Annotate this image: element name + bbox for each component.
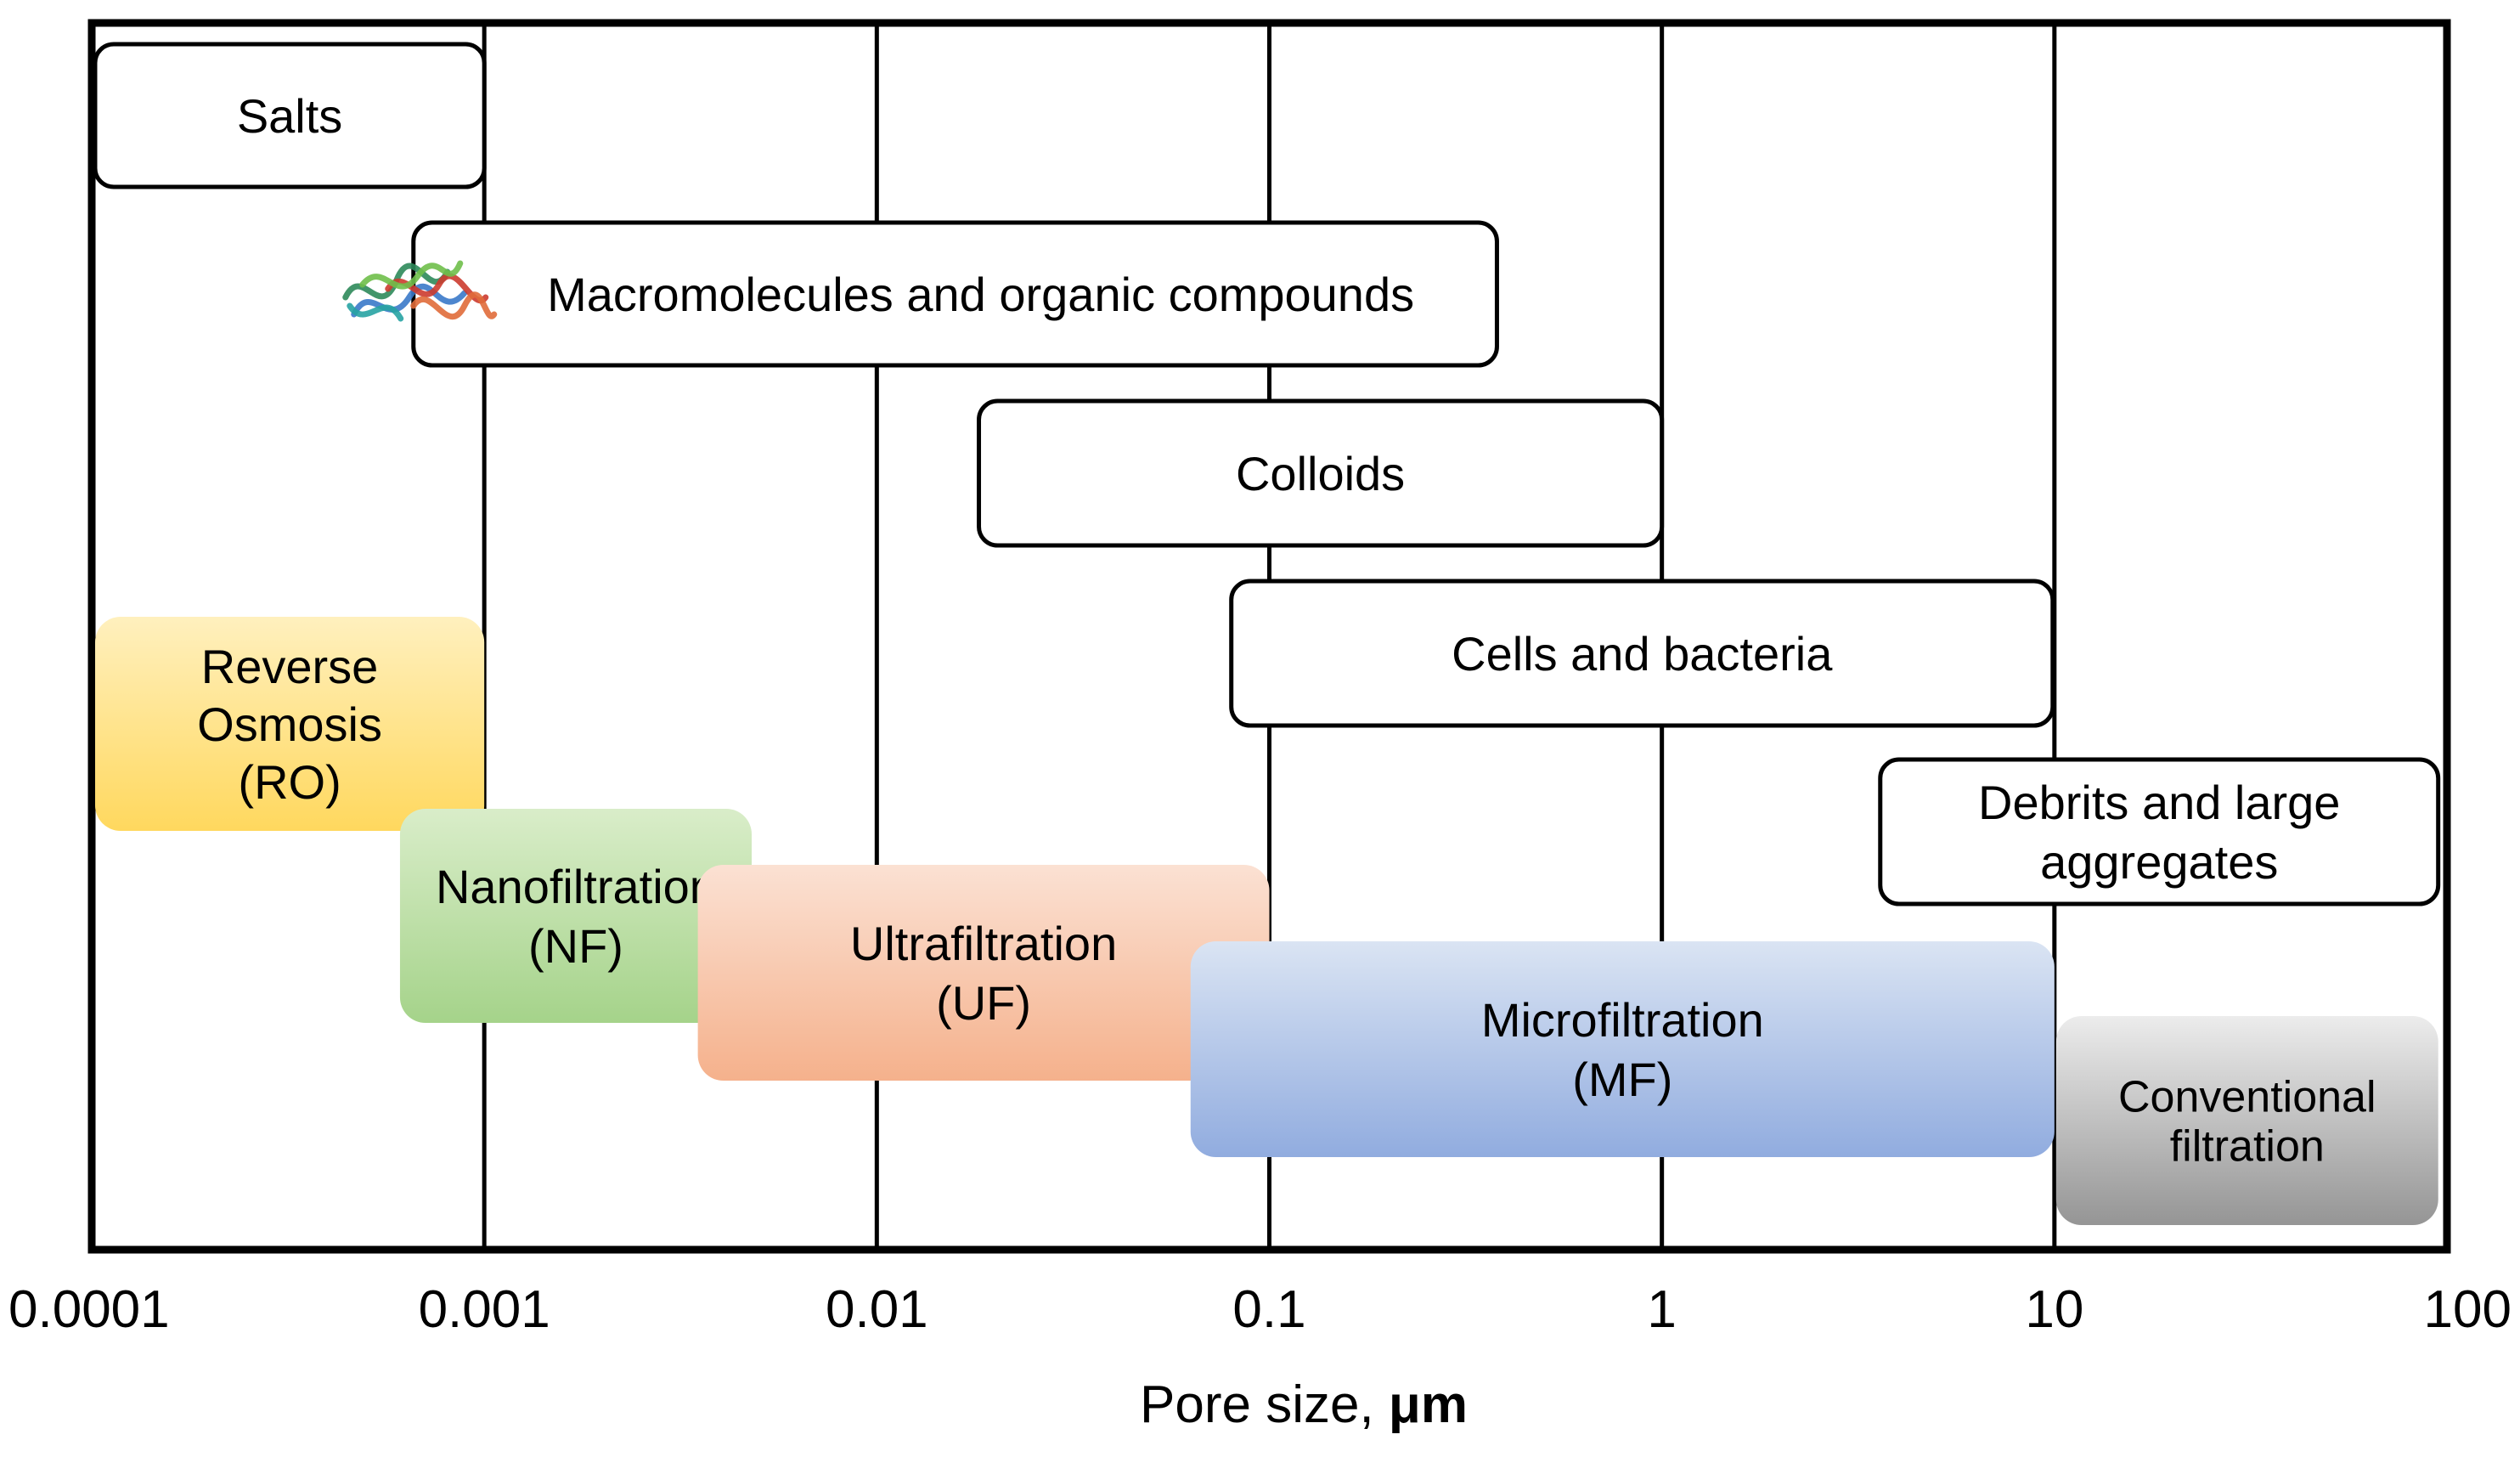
ultrafiltration-block: Ultrafiltration (UF)	[697, 865, 1270, 1081]
ultrafiltration-label: (UF)	[936, 976, 1031, 1030]
debrits-label: Debrits and large	[1978, 776, 2340, 829]
nanofiltration-box	[399, 809, 753, 1023]
axis-tick-labels: 0.0001 0.001 0.01 0.1 1 10 100	[8, 1280, 2512, 1339]
tick-label: 0.0001	[8, 1280, 170, 1339]
conventional-filtration-label: Conventional	[2118, 1073, 2376, 1122]
nanofiltration-label: Nanofiltration	[436, 860, 716, 913]
cells-bacteria-box	[1229, 579, 2055, 728]
conventional-filtration-box	[2055, 1016, 2438, 1225]
salts-label: Salts	[237, 89, 343, 143]
protein-icon	[342, 260, 498, 322]
tick-label: 100	[2424, 1280, 2512, 1339]
conventional-filtration-label: filtration	[2170, 1122, 2325, 1172]
reverse-osmosis-label: Osmosis	[197, 697, 382, 751]
tick-label: 0.001	[419, 1280, 550, 1339]
colloids-box	[977, 398, 1665, 548]
cells-bacteria-band: Cells and bacteria	[1229, 579, 2055, 728]
reverse-osmosis-label: (RO)	[238, 755, 341, 809]
ultrafiltration-box	[697, 865, 1270, 1081]
debrits-band: Debrits and large aggregates	[1878, 757, 2441, 906]
nanofiltration-block: Nanofiltration (NF)	[399, 809, 753, 1023]
ultrafiltration-label: Ultrafiltration	[850, 917, 1117, 970]
salts-band: Salts	[93, 42, 487, 189]
microfiltration-block: Microfiltration (MF)	[1190, 941, 2055, 1157]
debrits-box	[1878, 757, 2441, 906]
reverse-osmosis-label: Reverse	[201, 640, 379, 693]
tick-label: 0.01	[826, 1280, 928, 1339]
cells-bacteria-label: Cells and bacteria	[1452, 627, 1833, 680]
reverse-osmosis-box	[94, 617, 485, 831]
salts-box	[93, 42, 487, 189]
tick-label: 0.1	[1232, 1280, 1305, 1339]
debrits-label: aggregates	[2040, 835, 2278, 889]
macromolecules-band: Macromolecules and organic compounds	[342, 220, 1499, 368]
macromolecules-label: Macromolecules and organic compounds	[547, 268, 1414, 321]
microfiltration-label: Microfiltration	[1481, 993, 1764, 1047]
axis-title: Pore size, μm	[1140, 1375, 1468, 1434]
colloids-label: Colloids	[1236, 447, 1405, 500]
colloids-band: Colloids	[977, 398, 1665, 548]
microfiltration-label: (MF)	[1572, 1053, 1672, 1106]
microfiltration-box	[1190, 941, 2055, 1157]
tick-label: 1	[1647, 1280, 1676, 1339]
tick-label: 10	[2025, 1280, 2083, 1339]
nanofiltration-label: (NF)	[528, 919, 623, 973]
